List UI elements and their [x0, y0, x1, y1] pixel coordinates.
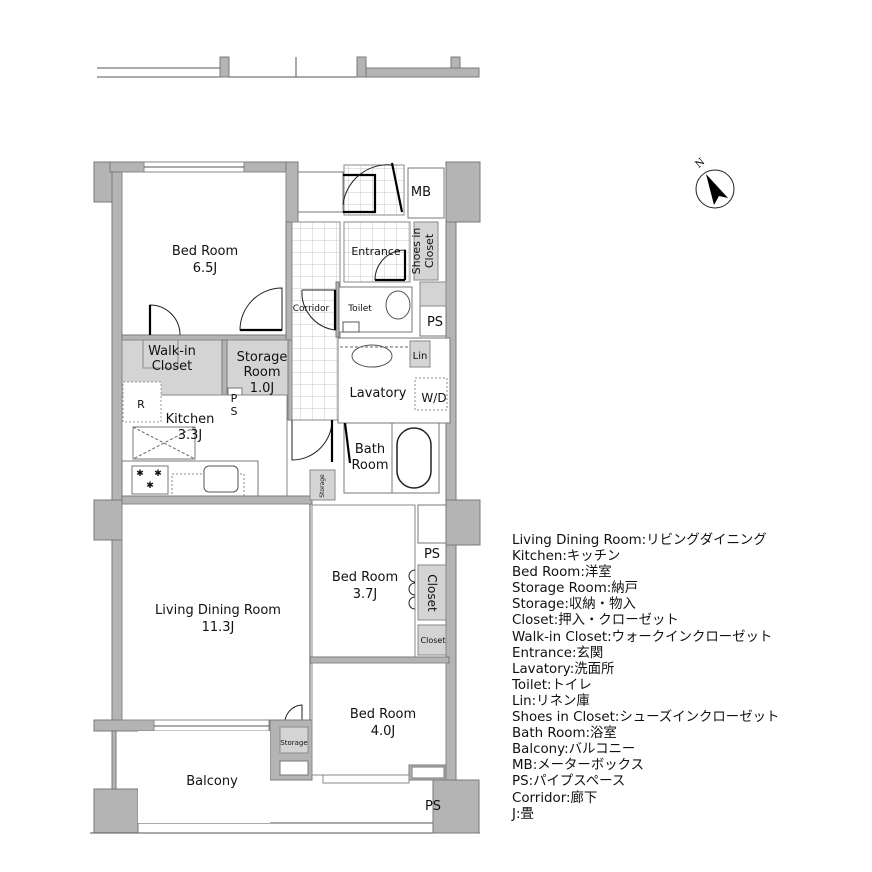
svg-text:3.3J: 3.3J — [178, 428, 203, 443]
legend-item: Balcony:バルコニー — [512, 742, 636, 758]
svg-text:Corridor: Corridor — [293, 304, 330, 314]
svg-text:Closet: Closet — [425, 574, 439, 612]
living-dining-floor — [121, 503, 311, 721]
svg-text:✱: ✱ — [136, 469, 144, 479]
legend: Living Dining Room:リビングダイニング Kitchen:キッチ… — [512, 533, 779, 823]
svg-text:Toilet: Toilet — [347, 304, 372, 314]
svg-text:Living Dining Room: Living Dining Room — [155, 603, 281, 618]
svg-text:Balcony: Balcony — [186, 774, 238, 789]
svg-text:Closet: Closet — [152, 359, 193, 374]
legend-item: Lin:リネン庫 — [512, 693, 590, 709]
svg-text:Storage: Storage — [237, 350, 288, 365]
legend-item: Closet:押入・クローゼット — [512, 613, 679, 629]
legend-item: Living Dining Room:リビングダイニング — [512, 533, 767, 548]
bedroom-2-floor — [311, 504, 416, 658]
legend-item: PS:パイプスペース — [512, 774, 626, 790]
svg-text:R: R — [137, 398, 145, 411]
legend-item: Toilet:トイレ — [512, 677, 592, 693]
svg-text:Lin: Lin — [413, 351, 428, 362]
legend-item: Corridor:廊下 — [512, 790, 598, 806]
legend-item: Bath Room:浴室 — [512, 726, 617, 742]
svg-text:Kitchen: Kitchen — [166, 412, 215, 427]
svg-text:PS: PS — [427, 315, 443, 330]
bedroom-3-floor — [311, 662, 447, 776]
north-compass: N — [692, 156, 738, 212]
svg-text:✱: ✱ — [154, 469, 162, 479]
svg-text:Room: Room — [351, 458, 388, 473]
svg-text:4.0J: 4.0J — [371, 724, 396, 739]
svg-text:3.7J: 3.7J — [353, 587, 378, 602]
svg-text:P: P — [231, 392, 238, 405]
svg-text:Closet: Closet — [421, 636, 446, 645]
svg-text:Storage: Storage — [280, 739, 307, 747]
svg-text:✱: ✱ — [146, 481, 154, 491]
svg-text:1.0J: 1.0J — [250, 381, 275, 396]
svg-text:Shoes in: Shoes in — [410, 228, 423, 275]
svg-text:Bed Room: Bed Room — [172, 244, 238, 259]
legend-item: J:畳 — [512, 806, 534, 822]
legend-item: Storage Room:納戸 — [512, 581, 639, 597]
building-outline-top — [97, 56, 480, 78]
room-labels: Bed Room 6.5J Walk-in Closet Storage Roo… — [148, 244, 416, 789]
svg-text:MB: MB — [411, 185, 431, 200]
svg-text:Closet: Closet — [423, 233, 436, 268]
svg-text:Bed Room: Bed Room — [332, 570, 398, 585]
legend-item: Kitchen:キッチン — [512, 549, 621, 565]
balcony-floor — [138, 731, 270, 823]
compass-arrow-icon — [695, 169, 735, 209]
svg-text:Walk-in: Walk-in — [148, 344, 196, 359]
svg-text:Bath: Bath — [355, 442, 385, 457]
svg-text:Storage: Storage — [319, 474, 326, 498]
svg-text:Room: Room — [243, 365, 280, 380]
entrance-floor — [343, 221, 411, 283]
legend-item: Shoes in Closet:シューズインクローゼット — [512, 710, 780, 726]
svg-text:11.3J: 11.3J — [202, 620, 235, 635]
fixture-labels: MB Shoes in Closet PS P S PS PS Lin W/D … — [137, 185, 446, 814]
legend-item: Walk-in Closet:ウォークインクローゼット — [512, 629, 773, 645]
svg-text:S: S — [231, 405, 238, 418]
svg-text:W/D: W/D — [421, 391, 446, 405]
legend-item: Entrance:玄関 — [512, 645, 604, 661]
legend-item: Storage:収納・物入 — [512, 597, 636, 613]
svg-text:Lavatory: Lavatory — [350, 386, 407, 401]
corridor-floor — [291, 221, 341, 421]
legend-item: MB:メーターボックス — [512, 758, 644, 774]
legend-item: Bed Room:洋室 — [512, 565, 612, 581]
svg-text:Entrance: Entrance — [351, 245, 401, 258]
svg-text:PS: PS — [425, 799, 441, 814]
svg-text:PS: PS — [424, 547, 440, 562]
svg-text:6.5J: 6.5J — [193, 261, 218, 276]
legend-item: Lavatory:洗面所 — [512, 661, 615, 677]
svg-text:Bed Room: Bed Room — [350, 707, 416, 722]
